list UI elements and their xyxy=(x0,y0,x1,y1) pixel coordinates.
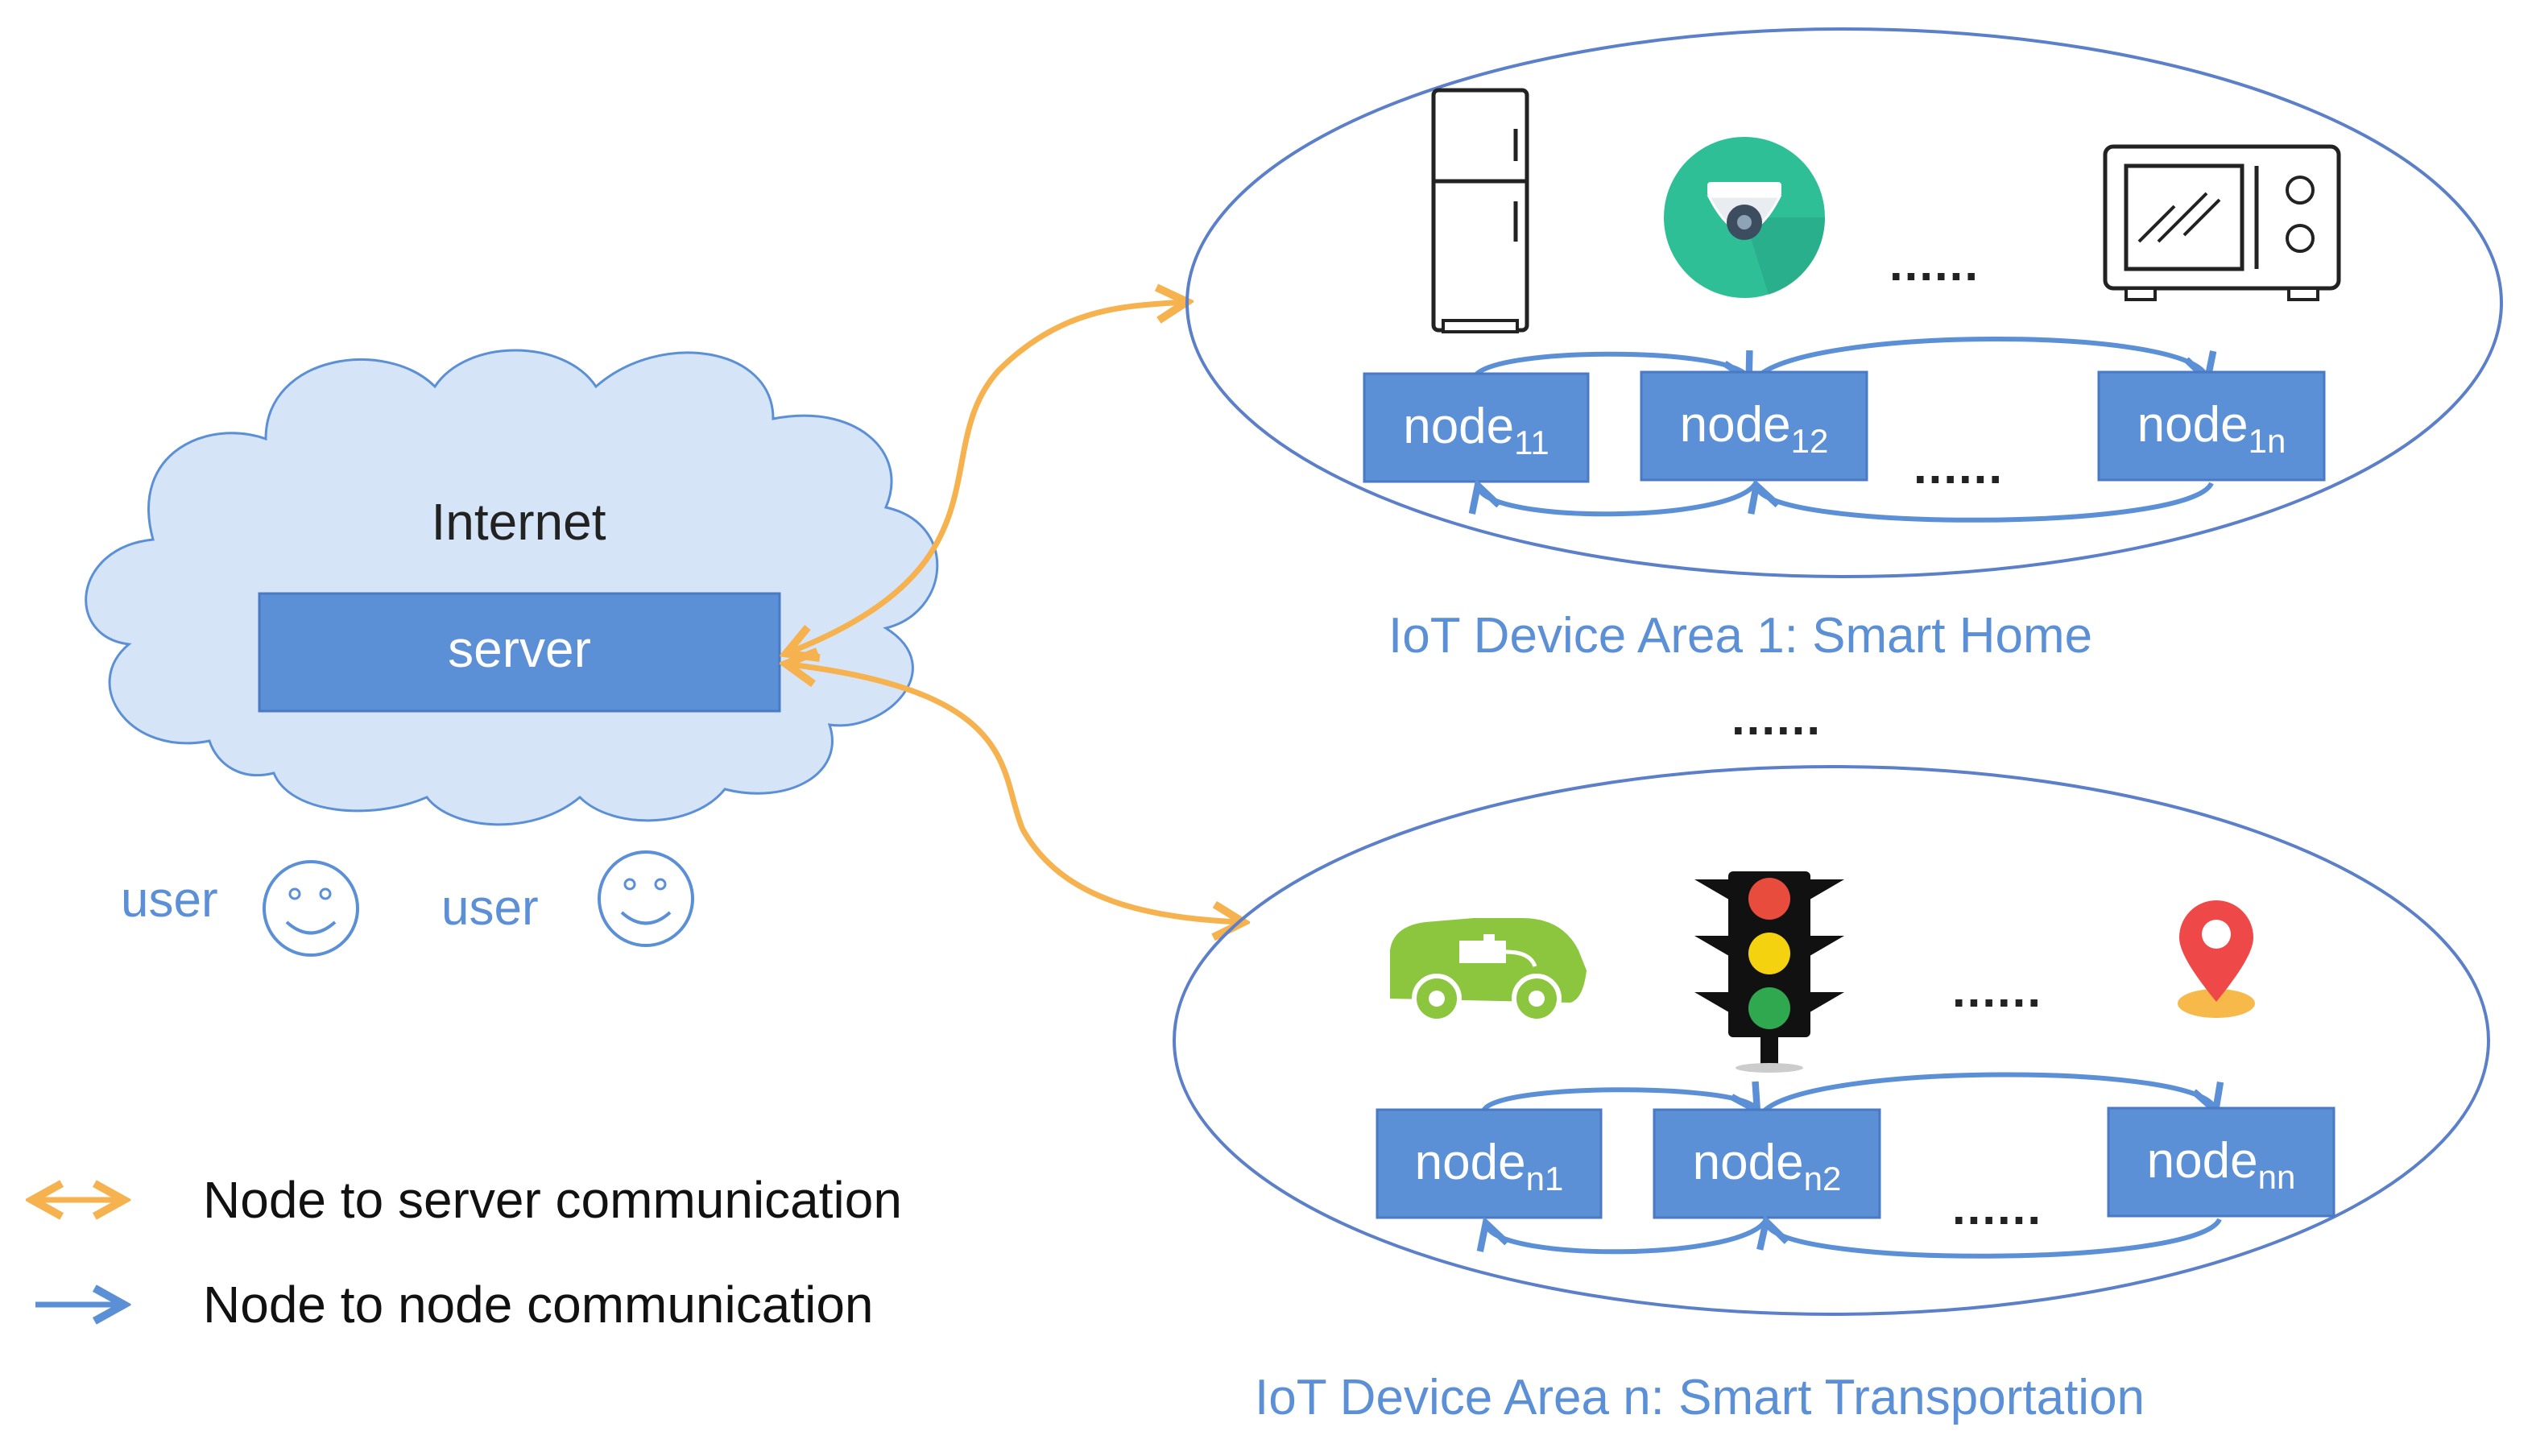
smiley-face-icon xyxy=(598,850,694,947)
refrigerator-icon xyxy=(1431,88,1529,333)
node-link-12-to-1n xyxy=(1753,337,2207,378)
area-n-device-ellipsis: ...... xyxy=(1952,963,2042,1017)
area-1-smart-home: ...... node11 node12 xyxy=(1185,27,2503,664)
user-1: user xyxy=(121,860,359,957)
area-n-boundary xyxy=(1173,765,2490,1316)
areas-ellipsis: ...... xyxy=(1731,691,1822,745)
node-11[interactable]: node11 xyxy=(1363,372,1590,483)
electric-car-icon xyxy=(1390,918,1587,1024)
node-base-label: node xyxy=(1693,1135,1804,1190)
legend-label: Node to server communication xyxy=(203,1171,902,1229)
node-subscript: n1 xyxy=(1526,1160,1564,1197)
node-base-label: node xyxy=(1680,397,1791,453)
node-subscript: nn xyxy=(2258,1158,2296,1196)
user-label: user xyxy=(121,872,218,928)
node-subscript: 1n xyxy=(2249,422,2286,460)
node-base-label: node xyxy=(1403,399,1514,454)
traffic-light-icon xyxy=(1694,871,1844,1073)
server-to-area1-arrow xyxy=(789,302,1184,652)
node-link-n2-to-nn xyxy=(1761,1072,2215,1111)
area-1-title: IoT Device Area 1: Smart Home xyxy=(1388,608,2092,664)
svg-text:node12: node12 xyxy=(1680,397,1829,460)
node-link-1n-to-12 xyxy=(1757,483,2214,523)
svg-text:nodenn: nodenn xyxy=(2147,1133,2296,1196)
node-n1[interactable]: noden1 xyxy=(1376,1108,1603,1219)
legend-item-node-to-server: Node to server communication xyxy=(35,1171,902,1229)
node-n2[interactable]: noden2 xyxy=(1653,1108,1881,1219)
microwave-icon xyxy=(2103,144,2341,301)
svg-text:noden2: noden2 xyxy=(1693,1135,1842,1197)
user-label: user xyxy=(441,880,539,936)
area-1-node-ellipsis: ...... xyxy=(1913,440,2004,494)
node-subscript: n2 xyxy=(1804,1160,1842,1197)
node-base-label: node xyxy=(2147,1133,2258,1189)
svg-text:node11: node11 xyxy=(1403,399,1549,461)
node-subscript: 11 xyxy=(1514,424,1549,461)
area-n-node-ellipsis: ...... xyxy=(1952,1181,2042,1235)
node-nn[interactable]: nodenn xyxy=(2107,1106,2335,1218)
area-n-title: IoT Device Area n: Smart Transportation xyxy=(1255,1370,2145,1425)
smiley-face-icon xyxy=(263,860,359,957)
svg-text:node1n: node1n xyxy=(2137,397,2286,460)
area-1-boundary xyxy=(1185,27,2503,578)
node-link-n1-to-n2 xyxy=(1481,1090,1756,1111)
node-subscript: 12 xyxy=(1791,422,1829,460)
node-base-label: node xyxy=(2137,397,2249,453)
server-label: server xyxy=(448,620,591,678)
legend-label: Node to node communication xyxy=(203,1276,874,1334)
server-box[interactable] xyxy=(258,592,781,713)
location-pin-icon xyxy=(2178,900,2255,1018)
user-2: user xyxy=(441,850,694,947)
security-camera-icon xyxy=(1664,137,1826,298)
internet-cloud: Internet server xyxy=(85,349,939,826)
node-link-12-to-11 xyxy=(1479,483,1758,517)
node-link-11-to-12 xyxy=(1471,354,1748,378)
server-to-arean-arrow xyxy=(789,664,1240,922)
node-link-n2-to-n1 xyxy=(1487,1221,1768,1255)
node-1n[interactable]: node1n xyxy=(2097,370,2326,482)
area-n-smart-transportation: ...... noden1 noden2 nodenn xyxy=(1173,765,2490,1425)
internet-label: Internet xyxy=(431,493,606,551)
node-base-label: node xyxy=(1415,1135,1526,1190)
legend-item-node-to-node: Node to node communication xyxy=(35,1276,874,1334)
node-12[interactable]: node12 xyxy=(1640,370,1868,482)
node-link-nn-to-n2 xyxy=(1767,1219,2222,1259)
svg-text:noden1: noden1 xyxy=(1415,1135,1564,1197)
area-1-device-ellipsis: ...... xyxy=(1889,237,1980,291)
legend: Node to server communication Node to nod… xyxy=(35,1171,902,1334)
